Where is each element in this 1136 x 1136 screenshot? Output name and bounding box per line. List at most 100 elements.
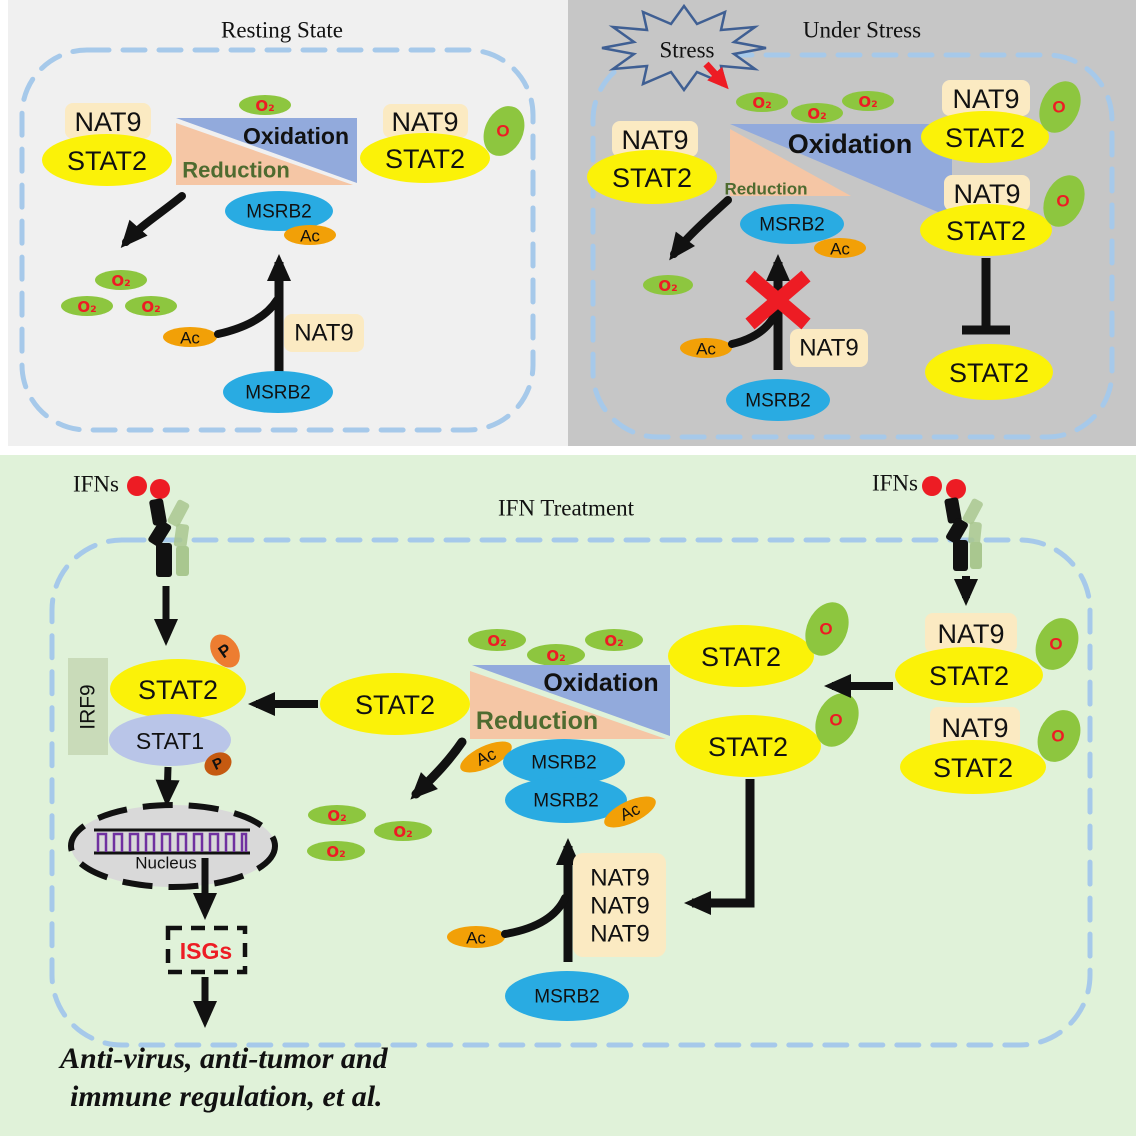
stat2-label: STAT2	[701, 642, 781, 672]
stat2-ellipse	[920, 204, 1052, 256]
phospho-ellipse	[204, 752, 232, 776]
nat9-box	[383, 104, 468, 138]
stat1-label: STAT1	[136, 728, 204, 754]
nat9-label: NAT9	[294, 320, 354, 347]
stress-arrow	[703, 61, 729, 90]
resting-title: Resting State	[221, 18, 343, 43]
nat9-box	[942, 80, 1030, 116]
nat9-label: NAT9	[941, 713, 1008, 743]
msrb2-ellipse	[225, 191, 333, 231]
o2-label: O₂	[604, 632, 623, 650]
o2-label: O₂	[77, 298, 96, 316]
isgs-label: ISGs	[180, 938, 232, 964]
ifn-panel: IFNs P IRF9 STAT2 STAT1 P Nucle	[58, 471, 1081, 1113]
nat9-box	[284, 314, 364, 352]
o2-label: O₂	[752, 94, 771, 112]
ac-ellipse	[604, 796, 656, 828]
oxidized-met-ellipse	[1037, 710, 1081, 762]
o-label: O	[1052, 98, 1065, 117]
resting-panel: NAT9 STAT2 O₂ Oxidation Reduction MSRB2 …	[42, 95, 525, 413]
stat2-label: STAT2	[612, 163, 692, 193]
o2-label: O₂	[327, 807, 346, 825]
stat2-label: STAT2	[933, 753, 1013, 783]
o-label: O	[829, 711, 842, 730]
o2-label: O₂	[546, 647, 565, 665]
phospho-ellipse	[210, 634, 240, 668]
o2-molecule	[95, 270, 147, 290]
ac-transfer-curve	[728, 308, 780, 348]
isgs-box	[165, 925, 248, 975]
ifn-ligand-icon	[150, 479, 170, 499]
o2-molecule	[307, 841, 365, 861]
o-label: O	[1056, 192, 1069, 211]
o2-molecule	[527, 644, 585, 666]
msrb2-ellipse	[726, 379, 830, 421]
stat2-label: STAT2	[949, 358, 1029, 388]
nat9-label: NAT9	[590, 865, 650, 892]
msrb2-ellipse	[223, 371, 333, 413]
nucleus	[68, 802, 278, 890]
oxidized-met-ellipse	[815, 693, 859, 747]
reduction-release-arrow	[120, 192, 186, 249]
stat2-ellipse	[110, 659, 246, 719]
o2-molecule	[125, 296, 177, 316]
ac-ellipse	[163, 327, 217, 347]
reduction-label: Reduction	[724, 180, 807, 199]
oxidized-met-ellipse	[1039, 81, 1081, 133]
o2-molecule	[791, 103, 843, 123]
o2-molecule	[239, 95, 291, 115]
nat9-label: NAT9	[590, 921, 650, 948]
nat9-box	[930, 707, 1020, 747]
nat9-label: NAT9	[590, 893, 650, 920]
membrane-resting	[19, 47, 536, 433]
nat9-box	[790, 329, 868, 367]
stat2-ellipse	[668, 625, 814, 687]
stat2-to-nat9-elbow-arrow	[684, 779, 755, 915]
oxidized-met-ellipse	[805, 602, 849, 656]
ac-transfer-curve	[214, 296, 281, 338]
reduction-label: Reduction	[182, 158, 290, 183]
oxidation-label: Oxidation	[543, 669, 658, 697]
stress-label: Stress	[660, 38, 715, 63]
nat9-box	[612, 121, 698, 157]
nat9-label: NAT9	[621, 125, 688, 155]
stat2-ellipse	[900, 740, 1046, 794]
ac-label: Ac	[466, 929, 486, 948]
ifn-ligand-icon	[127, 476, 147, 496]
msrb2-label: MSRB2	[759, 215, 824, 236]
stat2-ellipse	[895, 647, 1043, 703]
nat9-label: NAT9	[952, 84, 1019, 114]
msrb2-ellipse	[740, 204, 844, 244]
ac-ellipse	[284, 225, 336, 245]
ifn-receptor-icon	[148, 498, 190, 577]
nat9-label: NAT9	[937, 619, 1004, 649]
outcome-line1: Anti-virus, anti-tumor and	[58, 1042, 389, 1075]
reduction-triangle	[730, 129, 851, 196]
outcome-line2: immune regulation, et al.	[70, 1080, 383, 1113]
o2-label: O₂	[393, 823, 412, 841]
nuclear-import-arrow	[155, 766, 180, 807]
stat2-ellipse	[360, 133, 490, 183]
o2-molecule	[585, 629, 643, 651]
oxidation-label: Oxidation	[243, 123, 349, 149]
reduction-label: Reduction	[476, 707, 598, 735]
o2-label: O₂	[326, 843, 345, 861]
stat2-ellipse	[921, 111, 1049, 163]
stat2-label: STAT2	[929, 661, 1009, 691]
oxidation-triangle	[730, 124, 952, 218]
stat2-label: STAT2	[945, 123, 1025, 153]
oxidized-met-ellipse	[483, 106, 525, 156]
msrb2-label: MSRB2	[534, 987, 599, 1008]
o-label: O	[819, 620, 832, 639]
oxidation-triangle	[472, 665, 670, 736]
o2-label: O₂	[487, 632, 506, 650]
irf9-box	[68, 658, 108, 755]
msrb2-label: MSRB2	[246, 202, 311, 223]
o2-molecule	[643, 275, 693, 295]
stat2-ellipse	[925, 344, 1053, 400]
oxidation-label: Oxidation	[788, 129, 913, 159]
msrb2-label: MSRB2	[531, 753, 596, 774]
o2-molecule	[468, 629, 526, 651]
o2-molecule	[736, 92, 788, 112]
